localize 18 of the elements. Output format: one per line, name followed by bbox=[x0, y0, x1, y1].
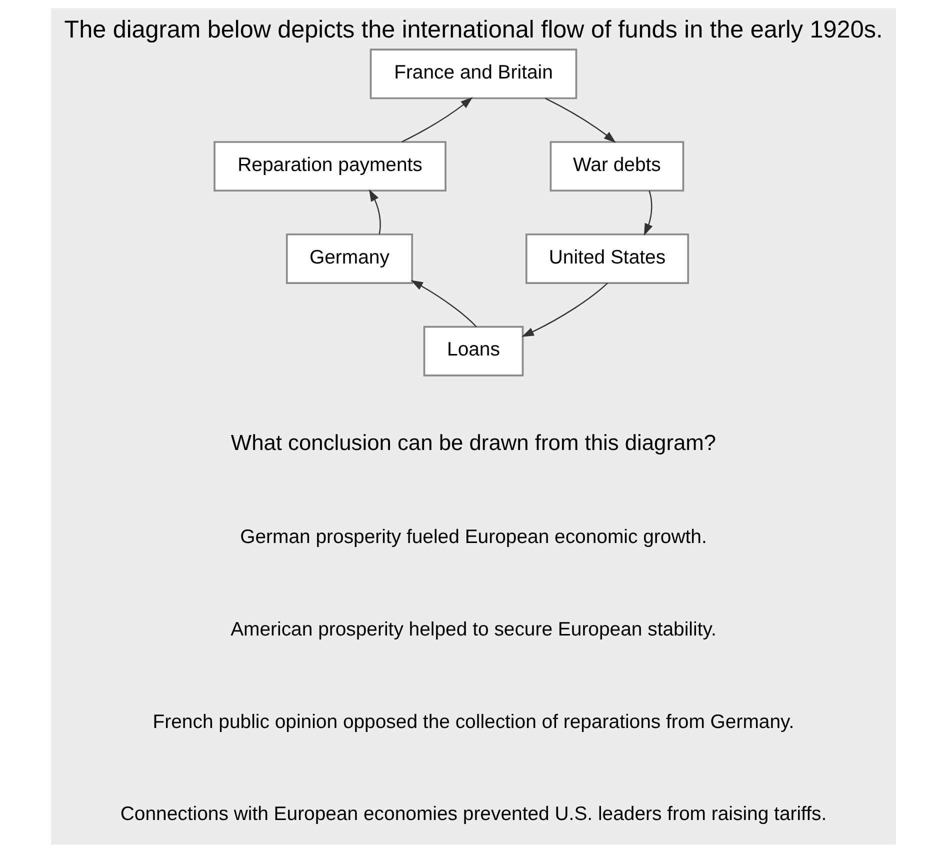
node-box: France and Britain bbox=[370, 48, 578, 100]
arrow bbox=[368, 189, 381, 234]
label: American prosperity helped to secure European stability. bbox=[230, 618, 716, 640]
node-box: Reparation payments bbox=[214, 141, 446, 192]
label: German prosperity fueled European economic growth. bbox=[240, 526, 707, 548]
node-box: War debts bbox=[550, 141, 684, 192]
label: French public opinion opposed the collection of reparations from Germany. bbox=[152, 710, 794, 733]
arrow bbox=[410, 280, 477, 328]
arrow bbox=[544, 98, 616, 143]
diagram-title: The diagram below depicts the international flow of funds in the early 1920s. bbox=[64, 16, 883, 44]
label: What conclusion can be drawn from this diagram? bbox=[230, 430, 716, 456]
node-box: Germany bbox=[286, 233, 414, 284]
node-box: Loans bbox=[423, 326, 524, 376]
label: Connections with European economies prevented U.S. leaders from raising tariffs. bbox=[120, 803, 827, 826]
node-box: United States bbox=[525, 233, 689, 284]
arrow bbox=[402, 97, 473, 142]
arrow bbox=[522, 282, 608, 337]
arrow bbox=[644, 190, 653, 236]
